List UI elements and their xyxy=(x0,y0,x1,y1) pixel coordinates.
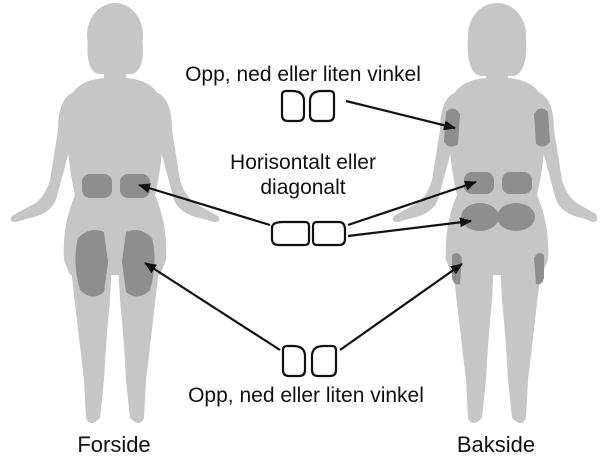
middle-horizontal-pods xyxy=(272,222,345,245)
front-abdomen-left-site xyxy=(82,174,112,198)
back-upper-arm-right-site xyxy=(534,108,550,146)
arrow-to-back-upper-arm xyxy=(346,101,455,128)
pod-icon xyxy=(313,222,345,245)
pod-icon xyxy=(283,346,305,376)
arrow-to-front-thigh xyxy=(145,263,280,350)
top-vertical-pods xyxy=(282,91,334,121)
pod-icon xyxy=(310,91,334,121)
pod-icon xyxy=(282,91,304,121)
pod-icon xyxy=(312,346,336,376)
back-buttock-left-site xyxy=(461,203,499,231)
back-lower-back-right-site xyxy=(502,172,532,194)
top-orientation-label: Opp, ned eller liten vinkel xyxy=(185,63,421,86)
bottom-vertical-pods xyxy=(283,346,336,376)
arrow-to-back-thigh xyxy=(340,264,462,350)
back-body-figure xyxy=(393,3,598,423)
pod-icon xyxy=(272,222,309,245)
back-caption: Bakside xyxy=(457,432,535,457)
front-thigh-left-site xyxy=(75,230,108,297)
middle-orientation-label-line2: diagonalt xyxy=(260,176,345,199)
front-thigh-right-site xyxy=(122,230,155,297)
back-buttock-right-site xyxy=(497,203,535,231)
front-caption: Forside xyxy=(77,432,150,457)
back-lower-back-left-site xyxy=(464,172,494,194)
bottom-orientation-label: Opp, ned eller liten vinkel xyxy=(188,384,424,407)
middle-orientation-label-line1: Horisontalt eller xyxy=(230,151,376,174)
